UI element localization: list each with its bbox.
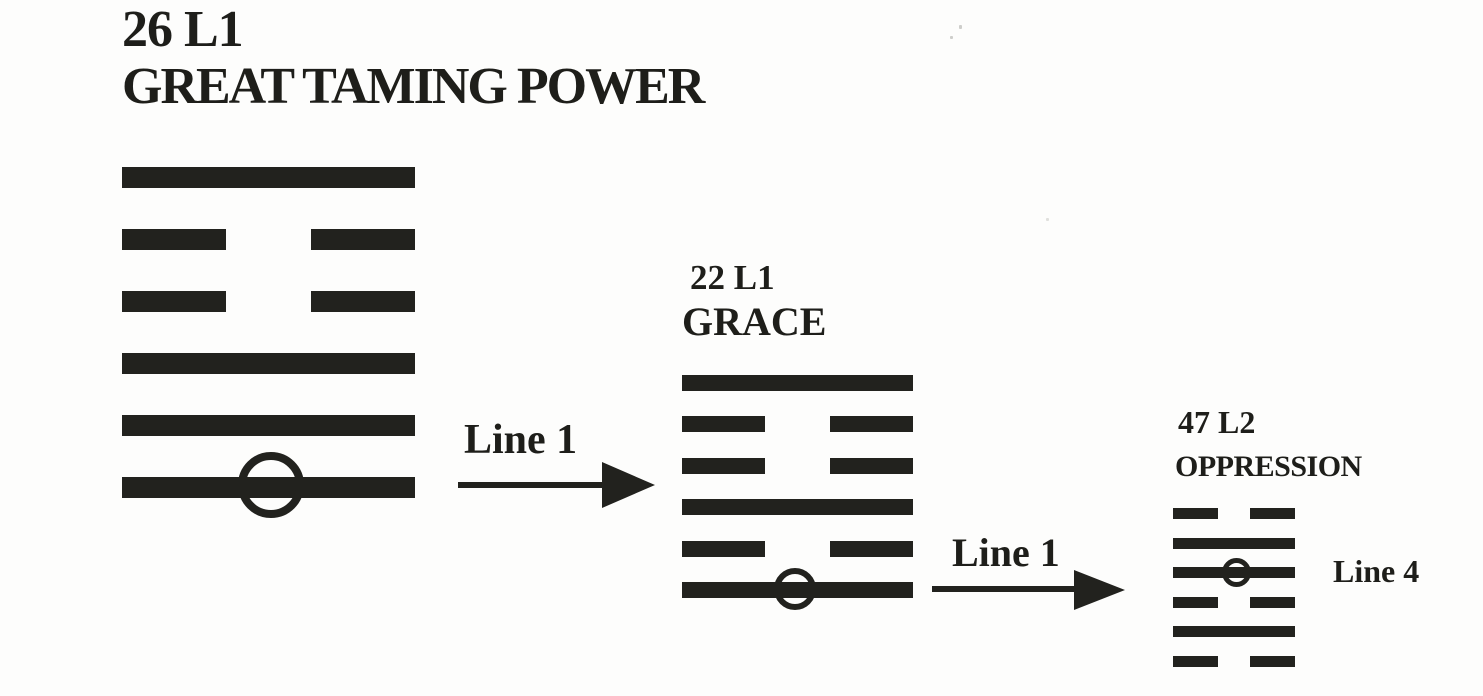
hexagram-26-code: 26 L1: [122, 1, 244, 58]
hexagram-line-broken: [1173, 508, 1295, 519]
broken-line-segment: [1250, 596, 1295, 608]
hexagram-line-broken: [122, 229, 415, 250]
arrow-1-shaft: [458, 482, 608, 488]
hexagram-line-solid: [122, 167, 415, 188]
changing-line-circle-hex26: [238, 452, 304, 518]
broken-line-segment: [1173, 655, 1218, 667]
broken-line-segment: [682, 416, 765, 433]
line-4-annotation: Line 4: [1333, 553, 1420, 589]
broken-line-segment: [311, 291, 415, 312]
broken-line-segment: [830, 540, 913, 557]
hexagram-line-solid: [1173, 626, 1295, 638]
hexagram-22-figure: [682, 375, 913, 598]
broken-line-segment: [830, 457, 913, 474]
broken-line-segment: [1250, 508, 1295, 519]
arrow-1-label: Line 1: [464, 417, 578, 463]
hexagram-22-name: GRACE: [682, 299, 827, 344]
broken-line-segment: [122, 229, 226, 250]
broken-line-segment: [122, 291, 226, 312]
scan-noise-speck: [959, 25, 962, 29]
hexagram-line-solid: [682, 375, 913, 391]
hexagram-line-solid: [1173, 537, 1295, 549]
broken-line-segment: [311, 229, 415, 250]
hexagram-26-name: GREAT TAMING POWER: [122, 58, 705, 115]
broken-line-segment: [682, 540, 765, 557]
changing-line-circle-hex22: [774, 568, 816, 610]
broken-line-segment: [1250, 655, 1295, 667]
changing-line-circle-hex47: [1222, 558, 1251, 587]
scan-noise-speck: [1046, 218, 1049, 221]
hexagram-47-figure: [1173, 508, 1295, 667]
hexagram-line-solid: [682, 499, 913, 516]
hexagram-line-solid: [122, 415, 415, 436]
hexagram-line-broken: [682, 416, 913, 433]
arrow-2-label: Line 1: [952, 530, 1060, 575]
broken-line-segment: [830, 416, 913, 433]
hexagram-47-name: OPPRESSION: [1175, 450, 1362, 483]
broken-line-segment: [1173, 596, 1218, 608]
hexagram-line-broken: [682, 540, 913, 557]
arrow-2-shaft: [932, 586, 1080, 592]
broken-line-segment: [1173, 508, 1218, 519]
hexagram-line-solid: [122, 353, 415, 374]
hexagram-line-broken: [682, 457, 913, 474]
arrow-2-right-arrowhead-icon: [1074, 570, 1125, 610]
hexagram-47-code: 47 L2: [1178, 404, 1256, 440]
hexagram-line-broken: [1173, 655, 1295, 667]
hexagram-line-broken: [122, 291, 415, 312]
hexagram-22-code: 22 L1: [690, 258, 775, 297]
broken-line-segment: [682, 457, 765, 474]
hexagram-26-figure: [122, 167, 415, 498]
hexagram-line-broken: [1173, 596, 1295, 608]
arrow-1-right-arrowhead-icon: [602, 462, 655, 508]
scan-noise-speck: [950, 36, 953, 39]
